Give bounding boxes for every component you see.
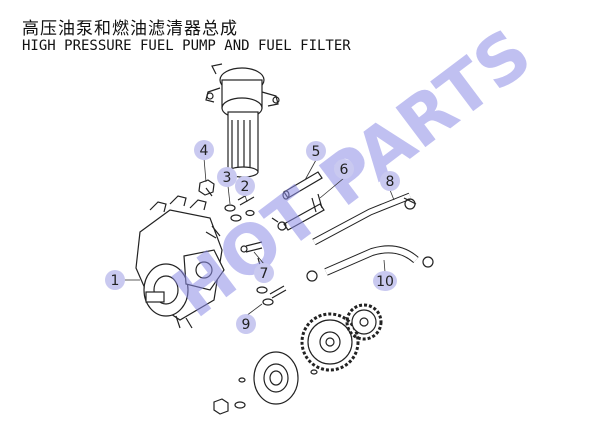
svg-text:4: 4 [200,143,209,159]
callout-2: 2 [235,176,255,196]
pump-gear [300,312,360,372]
svg-text:6: 6 [340,162,349,178]
svg-text:9: 9 [242,317,251,333]
washer-part-3 [224,204,242,222]
svg-text:8: 8 [386,174,395,190]
svg-text:1: 1 [111,273,120,289]
callout-5: 5 [306,141,326,161]
callout-3: 3 [217,167,237,187]
svg-text:3: 3 [223,170,232,186]
svg-text:7: 7 [260,266,269,282]
fuel-filter-assembly [205,63,280,178]
callout-7: 7 [254,263,274,283]
svg-text:10: 10 [376,274,394,290]
callout-8: 8 [380,171,400,191]
hose-part-5 [282,171,323,200]
nut [213,398,229,415]
bolt-part-4 [198,179,215,197]
callout-10: 10 [373,271,397,291]
hose-part-8 [312,192,417,246]
diagram-title-cn: 高压油泵和燃油滤清器总成 [22,19,238,39]
oring-part-9 [256,285,287,306]
callout-9: 9 [236,314,256,334]
svg-text:5: 5 [312,144,321,160]
drive-gear [345,303,383,341]
cover-plate [253,351,299,405]
svg-text:2: 2 [241,179,250,195]
hose-part-6 [271,193,325,231]
washer [234,369,318,409]
high-pressure-fuel-pump [135,195,225,329]
callout-1: 1 [105,270,125,290]
callout-4: 4 [194,140,214,160]
callout-6: 6 [334,159,354,179]
diagram-title-en: HIGH PRESSURE FUEL PUMP AND FUEL FILTER [22,38,351,54]
hose-part-10 [306,245,434,282]
